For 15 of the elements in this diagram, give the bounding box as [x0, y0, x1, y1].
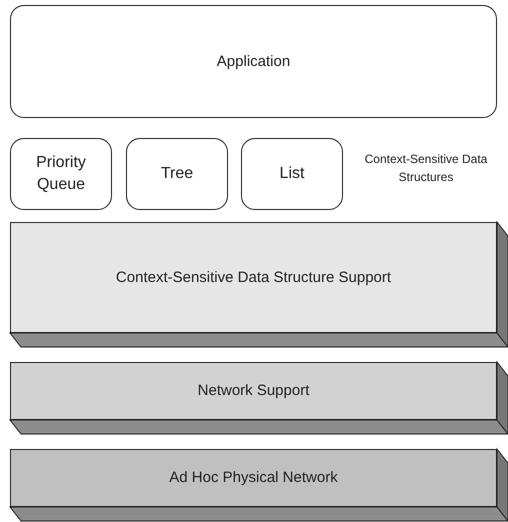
node-label: List [280, 164, 304, 184]
node-label: Ad Hoc Physical Network [169, 468, 338, 488]
node-label: Tree [160, 164, 194, 184]
layer-slab [10, 222, 497, 333]
application-box [10, 5, 497, 118]
structure-box [10, 138, 112, 210]
node-label: Priority Queue [35, 153, 87, 195]
structure-box [241, 138, 343, 210]
node-label: Network Support [198, 381, 310, 401]
node-label: Context-Sensitive Data Structure Support [116, 268, 392, 288]
node-label: Application [216, 52, 290, 72]
group-label: Context-Sensitive Data Structures [364, 151, 488, 186]
structure-box [126, 138, 228, 210]
layer-slab [10, 449, 497, 507]
layer-slab [10, 362, 497, 420]
